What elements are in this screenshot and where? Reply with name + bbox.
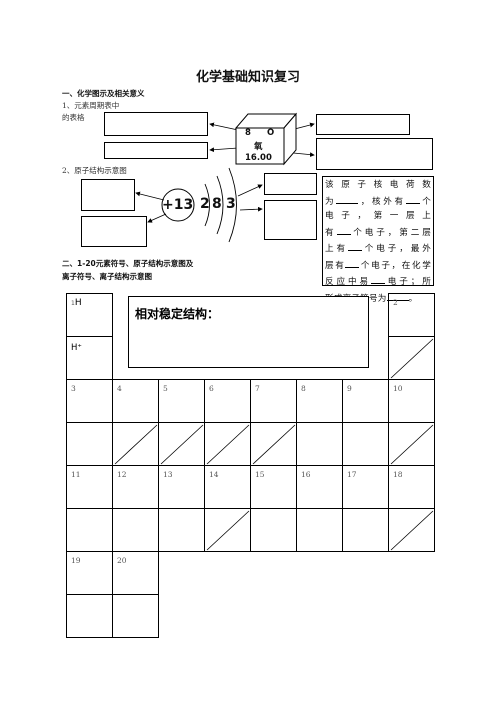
cell-ion-9[interactable] [342, 422, 389, 466]
cell-ion-6[interactable] [204, 422, 251, 466]
cell-ion-12[interactable] [112, 508, 159, 552]
atom-question-paragraph: 该原子核电荷数 为，核外有个 电子，第一层上 有个电子，第二层 上有个电子，最外… [322, 176, 434, 304]
cell-ion-19[interactable] [66, 594, 113, 638]
cell-ion-15[interactable] [250, 508, 297, 552]
cell-ion-7[interactable] [250, 422, 297, 466]
fill-blank-1[interactable] [336, 193, 359, 204]
section1-heading: 一、化学图示及相关意义 [62, 89, 145, 98]
answer-box-8[interactable] [264, 200, 317, 240]
cell-6[interactable]: 6 [204, 379, 251, 423]
cell-ion-16[interactable] [296, 508, 343, 552]
element-cube [234, 112, 298, 166]
cell-ion-4[interactable] [112, 422, 159, 466]
cube-atomic-mass: 16.00 [245, 153, 272, 163]
cell-18[interactable]: 18 [388, 465, 435, 509]
cell-3[interactable]: 3 [66, 379, 113, 423]
stable-structure-label: 相对稳定结构： [135, 307, 220, 321]
shell-2-electrons: 8 [212, 196, 222, 212]
cube-element-name: 氧 [254, 142, 263, 152]
answer-box-7[interactable] [264, 173, 317, 195]
cell-15[interactable]: 15 [250, 465, 297, 509]
cell-diag[interactable] [388, 336, 435, 380]
section2-heading-line1: 二、1-20元素符号、原子结构示意图及 [62, 259, 194, 268]
cell-9[interactable]: 9 [342, 379, 389, 423]
cell-hplus[interactable]: H⁺ [66, 336, 113, 380]
cell-1[interactable]: 1H [66, 293, 113, 337]
fill-blank-3[interactable] [336, 224, 351, 235]
answer-box-5[interactable] [81, 179, 135, 211]
page-title: 化学基础知识复习 [195, 70, 300, 85]
cell-16[interactable]: 16 [296, 465, 343, 509]
cell-20[interactable]: 20 [112, 551, 159, 595]
cell-19[interactable]: 19 [66, 551, 113, 595]
cube-atomic-number: 8 [245, 128, 251, 138]
fill-blank-4[interactable] [348, 240, 362, 251]
fill-blank-6[interactable] [371, 273, 385, 284]
fill-blank-5[interactable] [345, 257, 360, 268]
cell-7[interactable]: 7 [250, 379, 297, 423]
cell-5[interactable]: 5 [158, 379, 205, 423]
cell-ion-8[interactable] [296, 422, 343, 466]
periodic-table-grid: 1H 2 H⁺ 3 4 5 6 7 8 9 10 11 12 13 14 15 … [66, 293, 435, 638]
answer-box-1[interactable] [104, 112, 208, 136]
cell-12[interactable]: 12 [112, 465, 159, 509]
nucleus-charge: +13 [162, 197, 194, 213]
cube-element-symbol: O [267, 128, 275, 138]
cell-2[interactable]: 2 [388, 293, 435, 337]
cell-ion-5[interactable] [158, 422, 205, 466]
answer-box-4[interactable] [316, 138, 433, 170]
shell-1-electrons: 2 [200, 196, 210, 212]
fill-blank-2[interactable] [405, 193, 420, 204]
cell-ion-13[interactable] [158, 508, 205, 552]
cell-ion-20[interactable] [112, 594, 159, 638]
cell-8[interactable]: 8 [296, 379, 343, 423]
item1-label-line2: 的表格 [62, 113, 85, 122]
cell-ion-11[interactable] [66, 508, 113, 552]
cell-11[interactable]: 11 [66, 465, 113, 509]
cell-17[interactable]: 17 [342, 465, 389, 509]
item2-label: 2、原子结构示意图 [62, 166, 127, 175]
cell-13[interactable]: 13 [158, 465, 205, 509]
answer-box-2[interactable] [104, 142, 208, 159]
answer-box-3[interactable] [316, 114, 410, 135]
cell-4[interactable]: 4 [112, 379, 159, 423]
cell-ion-18[interactable] [388, 508, 435, 552]
stable-structure-box[interactable]: 相对稳定结构： [128, 296, 369, 368]
answer-box-6[interactable] [81, 216, 147, 247]
cell-ion-17[interactable] [342, 508, 389, 552]
shell-3-electrons: 3 [226, 196, 236, 212]
item1-label-line1: 1、元素周期表中 [62, 101, 120, 110]
section2-heading-line2: 离子符号、离子结构示意图 [62, 272, 152, 281]
cell-ion-10[interactable] [388, 422, 435, 466]
nucleus-circle [161, 188, 195, 222]
cell-10[interactable]: 10 [388, 379, 435, 423]
cell-ion-14[interactable] [204, 508, 251, 552]
cell-ion-3[interactable] [66, 422, 113, 466]
cell-14[interactable]: 14 [204, 465, 251, 509]
